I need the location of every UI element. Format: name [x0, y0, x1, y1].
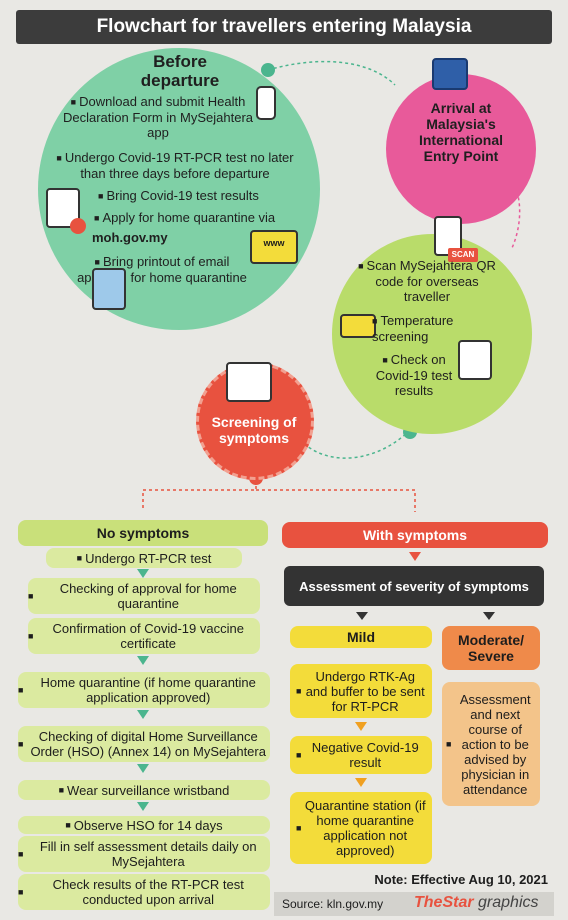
ns-step-self-assessment: Fill in self assessment details daily on… [18, 836, 270, 872]
brand-logo: TheStar graphics [414, 894, 539, 912]
website-icon: www [250, 230, 298, 264]
with-symptoms-header: With symptoms [282, 522, 548, 548]
mild-header: Mild [290, 626, 432, 648]
arrow-down-icon [355, 722, 367, 731]
arrow-down-icon [137, 764, 149, 773]
arrival-heading: Arrival at Malaysia's International Entr… [418, 100, 503, 164]
arrow-down-icon [483, 612, 495, 620]
ns-step-home-quarantine: Home quarantine (if home quarantine appl… [18, 672, 270, 708]
virus-document-icon-2 [458, 340, 492, 380]
arrow-down-icon [137, 569, 149, 578]
arrow-down-icon [409, 552, 421, 561]
arrival-circle [386, 74, 536, 224]
entry-test-results: Check on Covid-19 test results [364, 352, 464, 398]
no-symptoms-header: No symptoms [18, 520, 268, 546]
source-text: Source: kln.gov.my [282, 897, 384, 911]
ns-step-wristband: Wear surveillance wristband [18, 780, 270, 800]
mild-step-quarantine-station: Quarantine station (if home quarantine a… [290, 792, 432, 864]
screening-heading: Screening of symptoms [211, 414, 297, 446]
arrow-down-icon [137, 802, 149, 811]
arrow-down-icon [355, 778, 367, 787]
arrow-down-icon [137, 710, 149, 719]
mild-step-rtk: Undergo RTK-Ag and buffer to be sent for… [290, 664, 432, 718]
assessment-box: Assessment of severity of symptoms [284, 566, 544, 606]
mild-step-negative: Negative Covid-19 result [290, 736, 432, 774]
ns-step-check-results: Check results of the RT-PCR test conduct… [18, 874, 270, 910]
bd-item-apply-quarantine: Apply for home quarantine via [94, 210, 314, 226]
arrow-down-icon [137, 656, 149, 665]
monitor-person-icon [226, 362, 272, 402]
bd-item-rtpcr: Undergo Covid-19 RT-PCR test no later th… [50, 150, 300, 181]
bd-item-bring-results: Bring Covid-19 test results [98, 188, 298, 204]
ns-step-vaccine: Confirmation of Covid-19 vaccine certifi… [28, 618, 260, 654]
entry-scan-qr: Scan MySejahtera QR code for overseas tr… [352, 258, 502, 304]
www-label: www [263, 238, 285, 248]
checkmark-icon [70, 218, 86, 234]
brand-name: TheStar [414, 894, 474, 911]
ns-step-rtpcr: Undergo RT-PCR test [46, 548, 242, 568]
severe-header: Moderate/ Severe [442, 626, 540, 670]
ns-step-approval: Checking of approval for home quarantine [28, 578, 260, 614]
approval-document-icon [92, 268, 126, 310]
footer-bar [274, 892, 554, 916]
ns-step-observe-hso: Observe HSO for 14 days [18, 816, 270, 834]
phone-icon [256, 86, 276, 120]
entry-temperature: Temperature screening [372, 313, 492, 344]
bd-item-moh-link: moh.gov.my [92, 230, 168, 245]
bd-item-download: Download and submit Health Declaration F… [58, 94, 258, 140]
effective-note: Note: Effective Aug 10, 2021 [374, 872, 548, 887]
severe-step-assessment: Assessment and next course of action to … [442, 682, 540, 806]
thermometer-icon [340, 314, 376, 338]
passport-icon [432, 58, 468, 90]
page-title: Flowchart for travellers entering Malays… [16, 10, 552, 44]
arrow-down-icon [356, 612, 368, 620]
before-departure-heading: Before departure [140, 52, 220, 90]
brand-suffix: graphics [478, 894, 539, 911]
ns-step-hso: Checking of digital Home Surveillance Or… [18, 726, 270, 762]
